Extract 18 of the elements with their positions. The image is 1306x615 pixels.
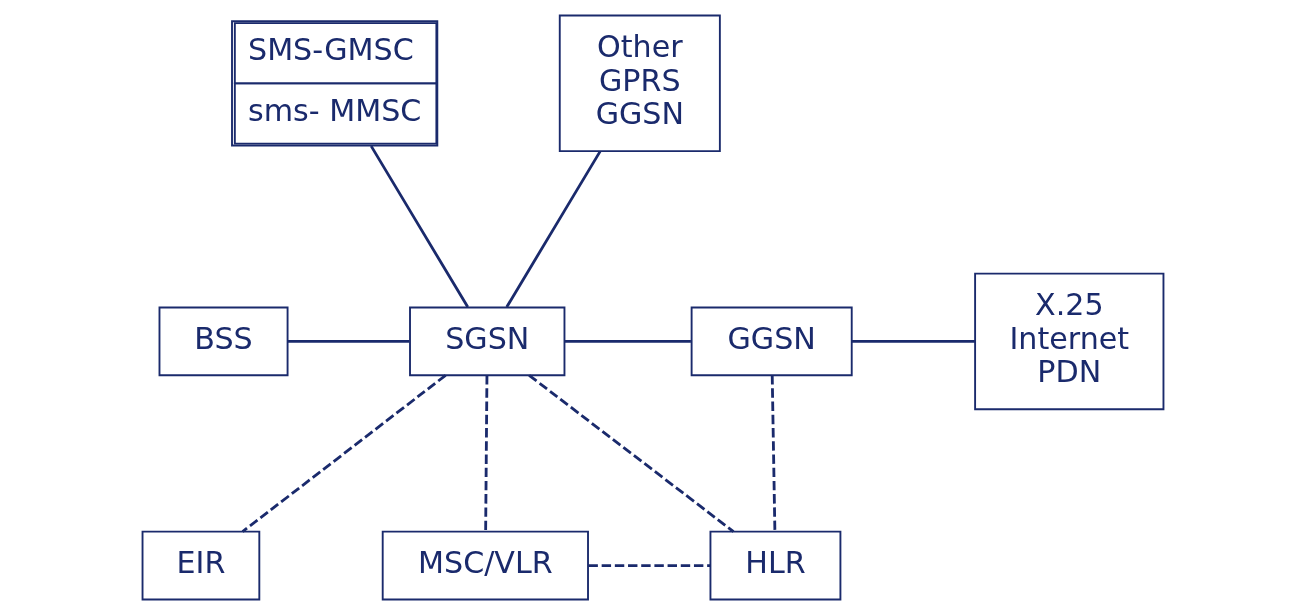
node-box: BSS: [158, 306, 289, 377]
node-box: X.25 Internet PDN: [974, 272, 1165, 411]
connector: [241, 374, 447, 533]
connector: [484, 375, 489, 532]
connector: [505, 150, 602, 308]
node-box: Other GPRS GGSN: [558, 14, 721, 153]
connector: [370, 145, 469, 308]
node-box: SGSN: [409, 306, 566, 377]
node-box: EIR: [141, 530, 261, 601]
node-box: HLR: [709, 530, 842, 601]
connector: [770, 375, 777, 532]
connector: [528, 374, 735, 533]
connector: [851, 340, 976, 343]
connector: [588, 564, 711, 567]
connector: [565, 340, 691, 343]
connector: [287, 340, 410, 343]
node-box: GGSN: [690, 306, 853, 377]
node-box: MSC/VLR: [381, 530, 589, 601]
